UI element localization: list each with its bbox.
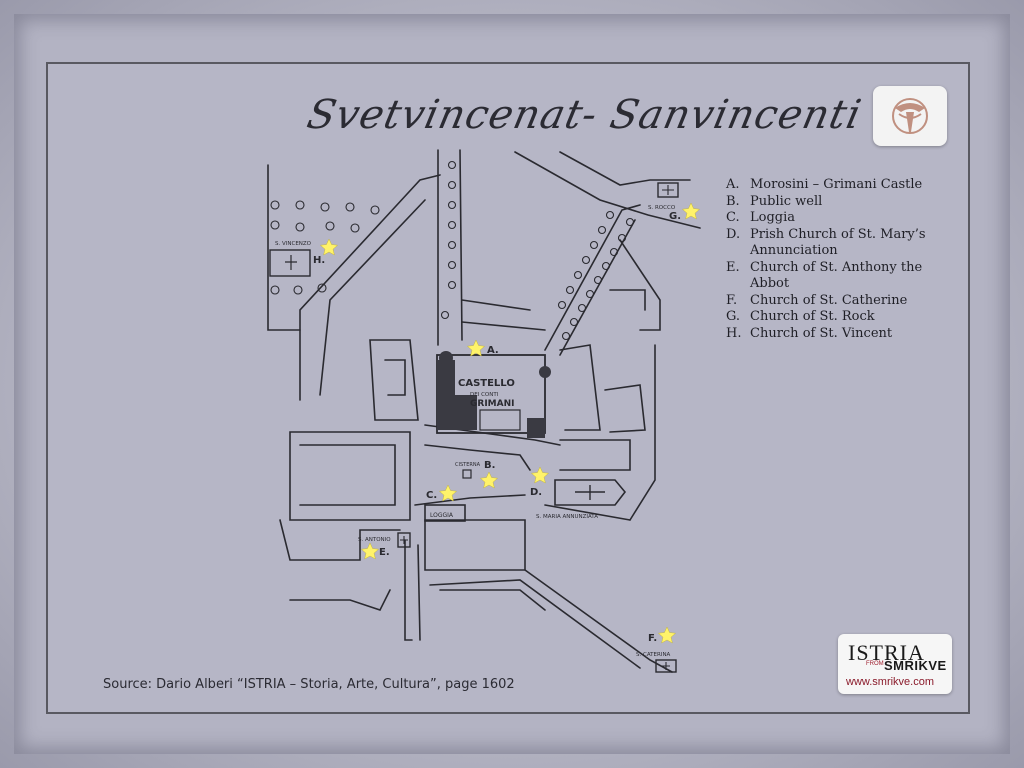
label-h: H. [313, 255, 325, 266]
cross-icon [400, 536, 408, 544]
block-mid-w [369, 339, 419, 421]
road-s-maria-line [544, 504, 631, 521]
label-dei-conti: DEI CONTI [470, 392, 499, 398]
block-sw-3 [289, 589, 391, 611]
istria-emblem-icon[interactable] [873, 86, 947, 146]
road-ne [514, 151, 701, 229]
road-south-2 [417, 544, 421, 641]
legend-item-g: G. Church of St. Rock [726, 309, 875, 324]
logo-url-link[interactable]: www.smrikve.com [846, 676, 935, 688]
label-s-vincenzo: S. VINCENZO [275, 241, 312, 247]
legend-item-d: D. Prish Church of St. Mary’s Annunciati… [726, 226, 926, 259]
church-s-maria: S. MARIA ANNUNZIATA [536, 479, 627, 520]
label-b: B. [484, 460, 495, 471]
church-s-caterina: S. CATERINA [636, 652, 677, 673]
block-loggia-row [414, 494, 526, 506]
legend-item-f: F. Church of St. Catherine [726, 292, 908, 308]
castle-grimani: CASTELLO DEI CONTI GRIMANI [436, 351, 551, 438]
road-west-vertical [267, 164, 301, 331]
road-west-diag [299, 174, 441, 401]
label-loggia: LOGGIA [430, 512, 454, 519]
star-icon [466, 339, 486, 357]
church-s-rocco: S. ROCCO [648, 182, 679, 211]
block-west-1 [279, 519, 401, 561]
star-icon [530, 466, 550, 484]
label-s-antonio: S. ANTONIO [358, 537, 391, 543]
cross-icon [662, 185, 674, 195]
label-g: G. [669, 211, 681, 222]
label-s-rocco: S. ROCCO [648, 205, 676, 211]
cross-icon [285, 255, 297, 270]
star-icon [319, 238, 339, 256]
block-east-3 [559, 439, 631, 471]
tree-icon-group [270, 160, 635, 341]
legend: A. Morosini – Grimani Castle B. Public w… [726, 177, 946, 342]
block-east-2 [604, 384, 646, 433]
block-east-1 [559, 344, 601, 431]
legend-item-a: A. Morosini – Grimani Castle [726, 177, 923, 192]
avenue-east-2 [559, 219, 636, 356]
label-grimani: GRIMANI [470, 399, 514, 409]
block-east-4 [619, 239, 661, 331]
road-central-2 [424, 444, 531, 471]
block-north-wall [461, 299, 531, 311]
istria-from-smrikve-logo[interactable]: ISTRIA FROM SMRIKVE www.smrikve.com [838, 634, 952, 694]
label-e: E. [379, 547, 390, 558]
public-well: CISTERNA [455, 462, 481, 479]
legend-item-e: E. Church of St. Anthony the Abbot [726, 259, 923, 292]
source-caption: Source: Dario Alberi “ISTRIA – Storia, A… [103, 677, 515, 692]
legend-item-b: B. Public well [726, 193, 823, 209]
star-icon [479, 471, 499, 489]
road-west-diag-2 [319, 199, 426, 396]
label-cisterna: CISTERNA [455, 462, 481, 468]
star-icon [438, 484, 458, 502]
star-icon [360, 542, 380, 560]
logo-istria-text: ISTRIA [848, 640, 925, 665]
block-central-s [424, 519, 526, 571]
logo-smrikve-text: SMRIKVE [884, 658, 947, 673]
label-s-maria: S. MARIA ANNUNZIATA [536, 514, 598, 520]
road-south [404, 539, 413, 641]
church-s-vincenzo: S. VINCENZO [269, 241, 312, 277]
cross-icon [575, 485, 605, 500]
label-f: F. [648, 633, 657, 644]
loggia-building: LOGGIA [424, 504, 466, 522]
legend-item-h: H. Church of St. Vincent [726, 325, 893, 341]
label-a: A. [487, 345, 499, 356]
star-icon [657, 626, 677, 644]
block-mid-w-inner [384, 359, 406, 396]
road-se-diag [524, 569, 673, 673]
star-icon [681, 202, 701, 220]
road-ne-2 [559, 151, 691, 186]
road-east-vertical [629, 344, 656, 521]
castle-court [461, 321, 546, 331]
map-frame [46, 62, 970, 714]
church-s-antonio: S. ANTONIO [358, 532, 411, 548]
label-s-caterina: S. CATERINA [636, 652, 671, 658]
block-s-1 [439, 589, 546, 611]
road-se-diag-2 [429, 579, 641, 669]
block-sw-2 [299, 444, 396, 506]
label-castello: CASTELLO [458, 378, 515, 389]
logo-from-text: FROM [866, 661, 884, 667]
block-e-small [609, 289, 646, 311]
label-c: C. [426, 490, 437, 501]
avenue-east [544, 204, 641, 351]
road-north-right [459, 149, 463, 341]
block-sw-1 [289, 431, 411, 521]
label-d: D. [530, 487, 542, 498]
cross-icon [662, 662, 670, 670]
legend-item-c: C. Loggia [726, 210, 796, 225]
